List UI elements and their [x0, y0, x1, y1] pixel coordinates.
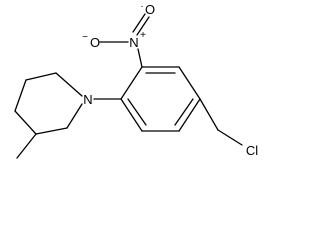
nitrogen-nitro-label: N	[129, 35, 138, 50]
oxygen-upper-dot: ·	[140, 1, 143, 12]
chloromethyl-group	[199, 98, 243, 146]
bond-ar4-ch2	[199, 98, 219, 131]
bond-ar4-ar5	[178, 98, 201, 132]
chlorine-label: Cl	[246, 143, 258, 158]
inner-bond-ar4-ar5	[174, 98, 194, 126]
bond-ar3-ar4	[178, 66, 201, 100]
nitro-group	[99, 13, 150, 68]
bond-ar2-nitro	[137, 48, 143, 68]
piperidine-ring	[14, 72, 83, 159]
inner-bond-ar6-ar1	[127, 98, 147, 126]
bond-ar1-ar2	[120, 66, 143, 100]
bond-c2-c3	[25, 72, 57, 81]
benzene-ring	[120, 66, 201, 132]
bond-nitro-o-upper-double	[132, 13, 146, 33]
bond-ar6-ar1	[120, 98, 143, 132]
structure-diagram: N N + O · O − Cl	[14, 1, 258, 159]
bond-c5-methyl	[16, 133, 37, 159]
nitrogen-ring-label: N	[83, 92, 92, 107]
nitrogen-plus-charge: +	[140, 30, 146, 41]
oxygen-left-label: O	[90, 35, 100, 50]
bond-nitro-o-upper	[136, 16, 150, 36]
oxygen-minus-charge: −	[82, 32, 88, 43]
bond-c6-n	[66, 103, 83, 129]
bond-ch2-cl	[217, 129, 243, 146]
bond-c4-c5	[14, 110, 37, 135]
bond-c3-c4	[14, 79, 27, 112]
oxygen-upper-label: O	[145, 2, 155, 17]
bond-n-c2	[55, 72, 83, 97]
bond-c5-c6	[35, 127, 68, 135]
